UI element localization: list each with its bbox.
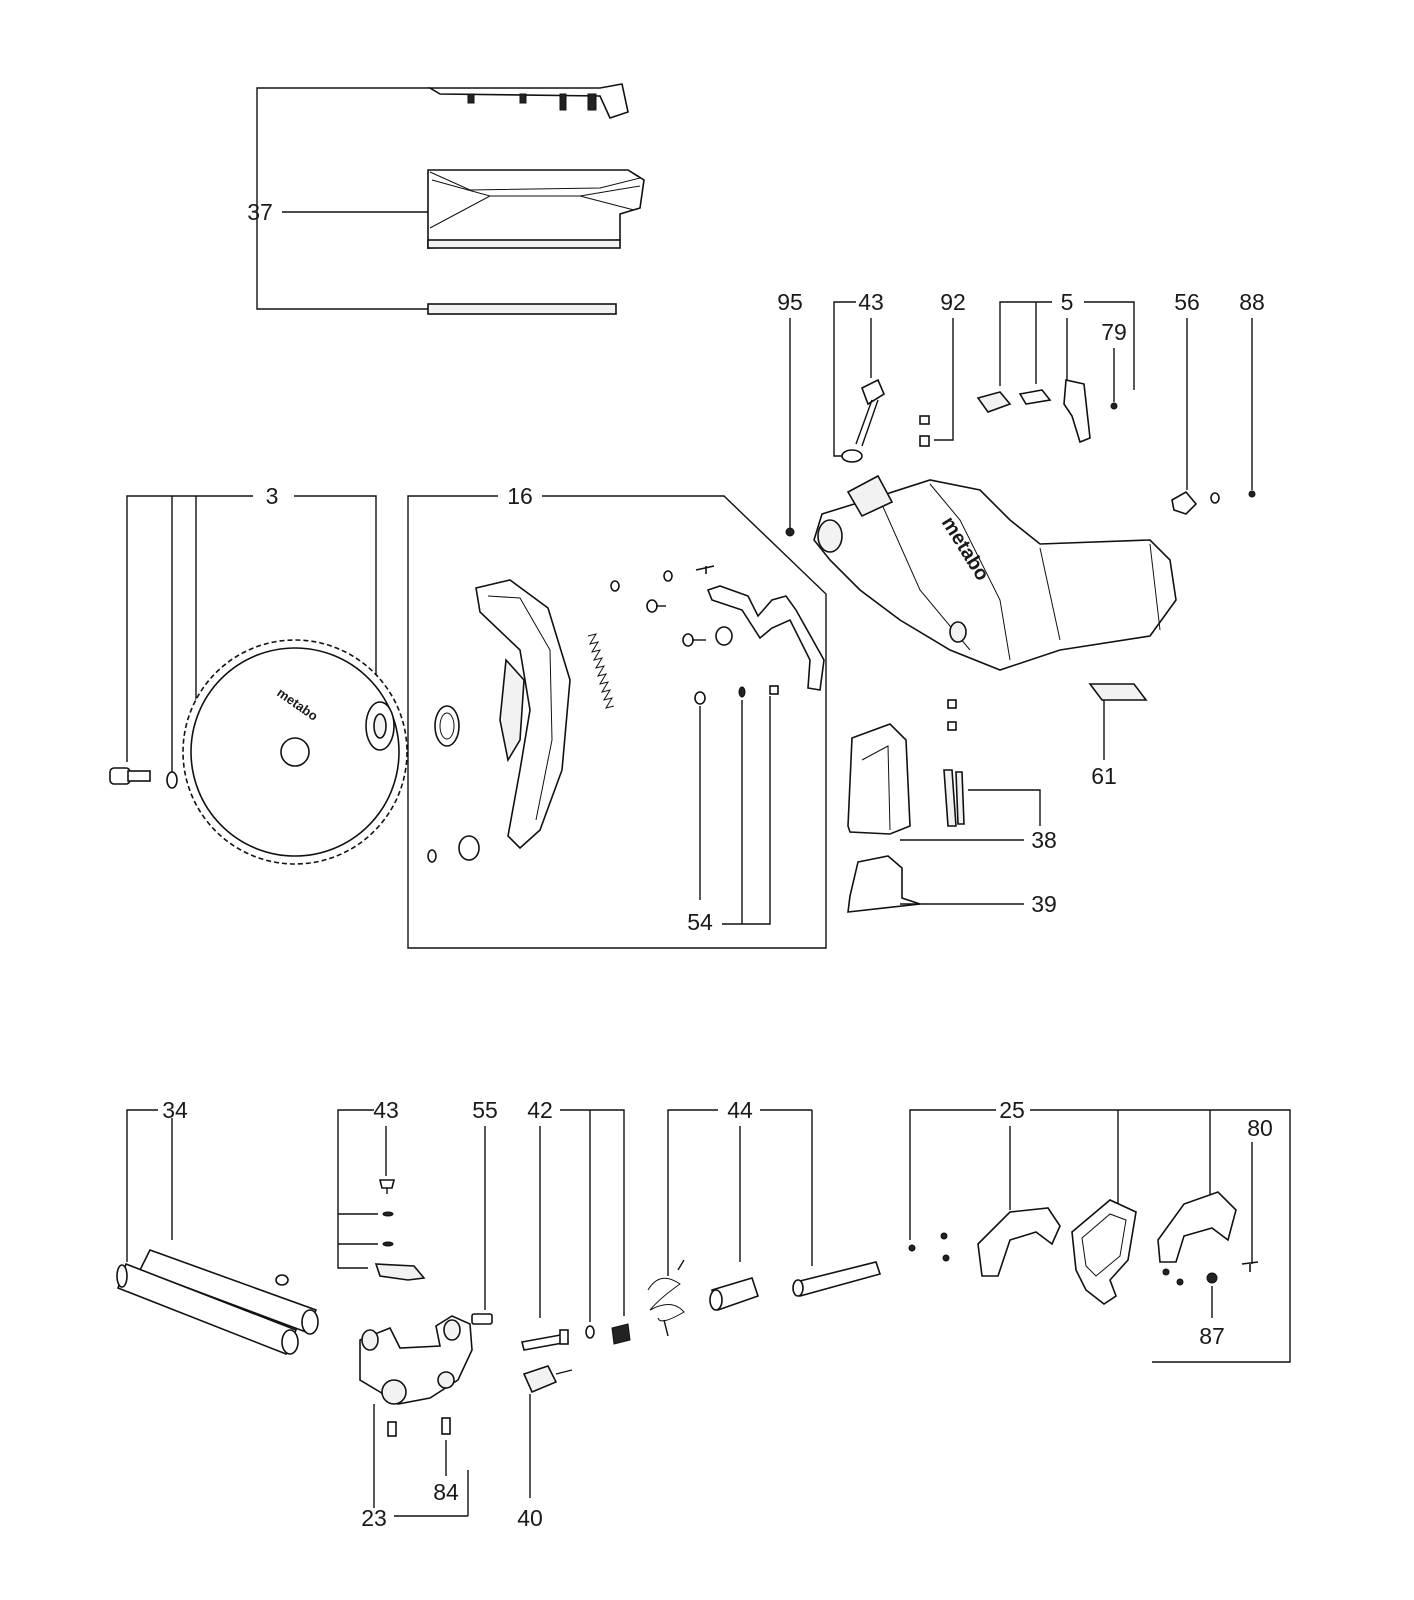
part-42-group: 42 <box>521 1097 631 1351</box>
callout-43-top: 43 <box>858 289 884 315</box>
part-44-group: 44 <box>647 1097 882 1337</box>
callout-54: 54 <box>687 909 713 935</box>
callout-84: 84 <box>433 1479 459 1505</box>
callout-80: 80 <box>1247 1115 1273 1141</box>
part-43-lower-group: 43 <box>337 1097 426 1281</box>
callout-95: 95 <box>777 289 803 315</box>
callout-42: 42 <box>527 1097 553 1123</box>
callout-3: 3 <box>266 483 279 509</box>
callout-88: 88 <box>1239 289 1265 315</box>
part-61: 61 <box>1088 683 1148 789</box>
part-34-group: 34 <box>116 1097 319 1356</box>
callout-5: 5 <box>1061 289 1074 315</box>
callout-43-lower: 43 <box>373 1097 399 1123</box>
part-16-group: 16 54 <box>407 483 827 949</box>
callout-39: 39 <box>1031 891 1057 917</box>
callout-25: 25 <box>999 1097 1025 1123</box>
callout-92: 92 <box>940 289 966 315</box>
callout-34: 34 <box>162 1097 188 1123</box>
callout-37: 37 <box>247 199 273 225</box>
callout-44: 44 <box>727 1097 753 1123</box>
callout-16: 16 <box>507 483 533 509</box>
callout-55: 55 <box>472 1097 498 1123</box>
callout-61: 61 <box>1091 763 1117 789</box>
part-37-group: 37 <box>247 83 645 315</box>
callout-79: 79 <box>1101 319 1127 345</box>
callout-87: 87 <box>1199 1323 1225 1349</box>
part-23-group: 84 23 <box>359 1315 473 1531</box>
motor-housing: metabo <box>813 474 1177 671</box>
part-38-39-group: 38 39 <box>847 699 1057 917</box>
part-3-group: 3 metabo <box>109 483 408 865</box>
part-40: 40 <box>517 1365 573 1531</box>
callout-56: 56 <box>1174 289 1200 315</box>
callout-38: 38 <box>1031 827 1057 853</box>
callout-40: 40 <box>517 1505 543 1531</box>
upper-right-callouts: 95 43 92 5 79 56 88 <box>777 289 1265 537</box>
part-55: 55 <box>471 1097 498 1325</box>
part-25-group: 25 87 80 <box>908 1097 1291 1363</box>
callout-23: 23 <box>361 1505 387 1531</box>
